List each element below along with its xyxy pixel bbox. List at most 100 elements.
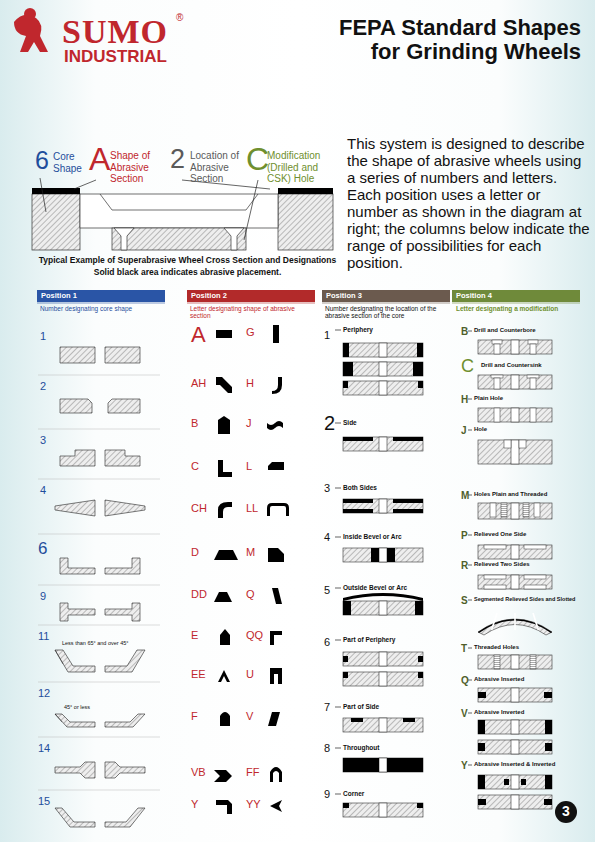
- modification: [504, 779, 509, 785]
- column-label: Less than 65° and over 45°: [62, 640, 128, 646]
- modification: [494, 344, 500, 354]
- wheel-section: [478, 655, 552, 669]
- column-label: H: [246, 377, 254, 390]
- abrasive-section: [413, 362, 423, 376]
- core-hub: [112, 228, 246, 250]
- modification: [494, 655, 500, 669]
- callout-letter: A: [89, 141, 110, 178]
- modification: [544, 692, 552, 698]
- wheel-bore: [511, 545, 519, 559]
- logo-mark: ®: [176, 12, 183, 24]
- column-label: Inside Bevel or Arc: [343, 533, 402, 540]
- wheel-section: [478, 440, 552, 464]
- abrasive-shape: [216, 377, 232, 393]
- core-shape: [105, 650, 145, 672]
- wheel-section: [343, 499, 423, 513]
- core-shape: [55, 500, 95, 516]
- row-rule: [38, 737, 160, 738]
- abrasive-section: [418, 381, 423, 388]
- column-label: C: [191, 460, 199, 473]
- leader-dash: [335, 640, 341, 641]
- column-label: T: [461, 643, 467, 655]
- modification: [484, 575, 506, 579]
- abrasive-section: [32, 188, 80, 194]
- column-label: 8: [324, 742, 330, 755]
- column-label: U: [246, 668, 254, 681]
- leader-dash: [335, 794, 341, 795]
- column-label: B: [461, 326, 468, 338]
- wheel-section: [343, 652, 423, 666]
- abrasive-shape: [214, 592, 232, 602]
- wheel-bore: [511, 340, 519, 354]
- abrasive-section: [418, 656, 423, 662]
- wheel-bore: [511, 375, 519, 389]
- header-rule: [452, 303, 580, 304]
- abrasive-section: [417, 803, 423, 808]
- core-shape: [60, 347, 95, 363]
- callout-text: Shape of Abrasive Section: [110, 150, 166, 185]
- column-label: YY: [246, 798, 261, 811]
- column-label: 2: [324, 412, 335, 435]
- wheel-bore: [379, 718, 387, 732]
- modification: [524, 545, 546, 549]
- leader-line: [40, 178, 46, 212]
- column-label: Plain Hole: [474, 395, 503, 402]
- column-label: Corner: [343, 790, 364, 797]
- leader-dash: [468, 600, 472, 601]
- abrasive-section: [417, 343, 423, 357]
- column-label: B: [191, 417, 198, 430]
- column-label: Number designating core shape: [40, 305, 132, 312]
- abrasive-section: [387, 548, 395, 562]
- abrasive-shape: [218, 416, 230, 434]
- abrasive-shape: [218, 670, 230, 682]
- abrasive-section: [343, 803, 349, 808]
- abrasive-section: [343, 656, 348, 662]
- column-label: DD: [191, 588, 207, 601]
- column-label: J: [461, 425, 467, 437]
- column-label: Threaded Holes: [474, 644, 519, 651]
- core-shape: [105, 558, 140, 574]
- leader-dash: [468, 331, 472, 332]
- wheel-bore: [379, 672, 387, 686]
- header-rule: [187, 303, 315, 304]
- column-label: Part of Side: [343, 703, 379, 710]
- wheel-section: [343, 803, 423, 817]
- wheel-bore: [379, 381, 387, 395]
- column-label: Relieved One Side: [474, 531, 526, 538]
- abrasive-shape: [267, 421, 283, 430]
- modification: [545, 743, 552, 751]
- abrasive-section: [278, 188, 333, 194]
- wheel-bore: [511, 720, 519, 734]
- modification: [504, 440, 511, 448]
- column-label: QQ: [246, 629, 263, 642]
- column-label: 6: [324, 636, 330, 649]
- wheel-section: [478, 720, 552, 734]
- abrasive-section: [343, 381, 348, 388]
- wheel-bore: [511, 795, 519, 809]
- wheel-bore: [379, 803, 387, 817]
- wheel-section: [478, 775, 552, 789]
- page-number: 3: [556, 803, 576, 819]
- abrasive-section: [403, 718, 415, 722]
- wheel-bore: [511, 440, 519, 464]
- modification: [545, 720, 552, 734]
- modification: [528, 340, 538, 344]
- column-label: L: [246, 460, 252, 473]
- column-label: Letter designating a modification: [456, 305, 558, 312]
- wheel-section: [478, 688, 552, 702]
- row-rule: [38, 429, 160, 430]
- wheel-section: [478, 340, 552, 354]
- core-section: [278, 194, 333, 250]
- column-label: 2: [40, 380, 46, 393]
- abrasive-shape: [270, 631, 282, 645]
- wheel-bore: [379, 362, 387, 376]
- intro-text: This system is designed to describe the …: [347, 136, 592, 272]
- column-label: V: [246, 710, 253, 723]
- column-label: Abrasive Inverted: [474, 709, 524, 716]
- core-bevel: [100, 194, 258, 210]
- abrasive-shape: [273, 325, 279, 343]
- row-rule: [38, 479, 160, 480]
- column-label: Q: [246, 588, 255, 601]
- leader-dash: [468, 535, 472, 536]
- core-shape: [60, 399, 92, 413]
